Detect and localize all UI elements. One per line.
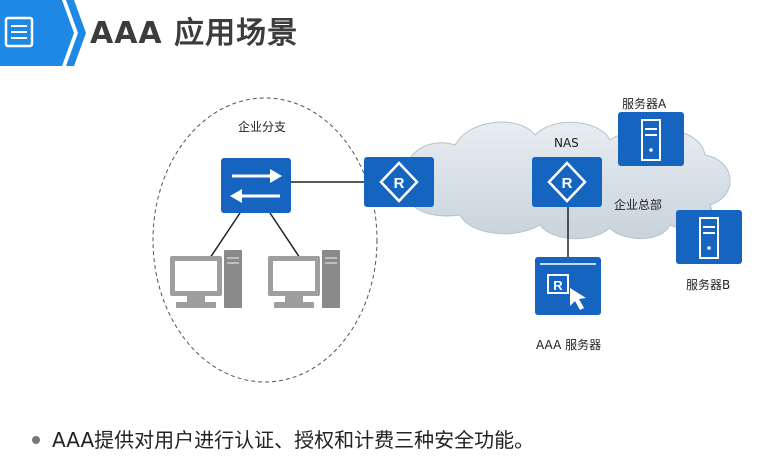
branch-router-icon: R [364,157,434,207]
pc-icon [170,250,242,308]
link-switch-pc1 [209,212,241,259]
switch-icon [221,158,291,213]
server-a-icon [618,112,684,166]
bullet-dot-icon [32,435,40,444]
server-a-label: 服务器A [622,97,667,111]
bullet-text: AAA提供对用户进行认证、授权和计费三种安全功能。 [52,428,535,452]
server-b-label: 服务器B [686,278,731,292]
svg-text:R: R [394,175,405,192]
branch-boundary [152,97,378,383]
nas-label: NAS [554,136,579,150]
link-switch-pc2 [269,212,301,259]
page-header: AAA 应用场景 [0,0,779,66]
page-title: AAA 应用场景 [90,16,299,51]
hq-label: 企业总部 [614,198,663,212]
svg-text:R: R [562,175,573,192]
header-accent [0,0,86,66]
server-b-icon [676,210,742,264]
document-list-icon [4,16,34,48]
bullet-item: AAA提供对用户进行认证、授权和计费三种安全功能。 [32,424,534,453]
nas-router-icon: R [532,157,602,207]
pc-icon [268,250,340,308]
network-diagram: R R R [152,97,742,383]
branch-label: 企业分支 [238,120,287,134]
aaa-server-label: AAA 服务器 [536,338,602,352]
aaa-server-icon: R [535,257,601,315]
svg-text:R: R [553,278,563,293]
